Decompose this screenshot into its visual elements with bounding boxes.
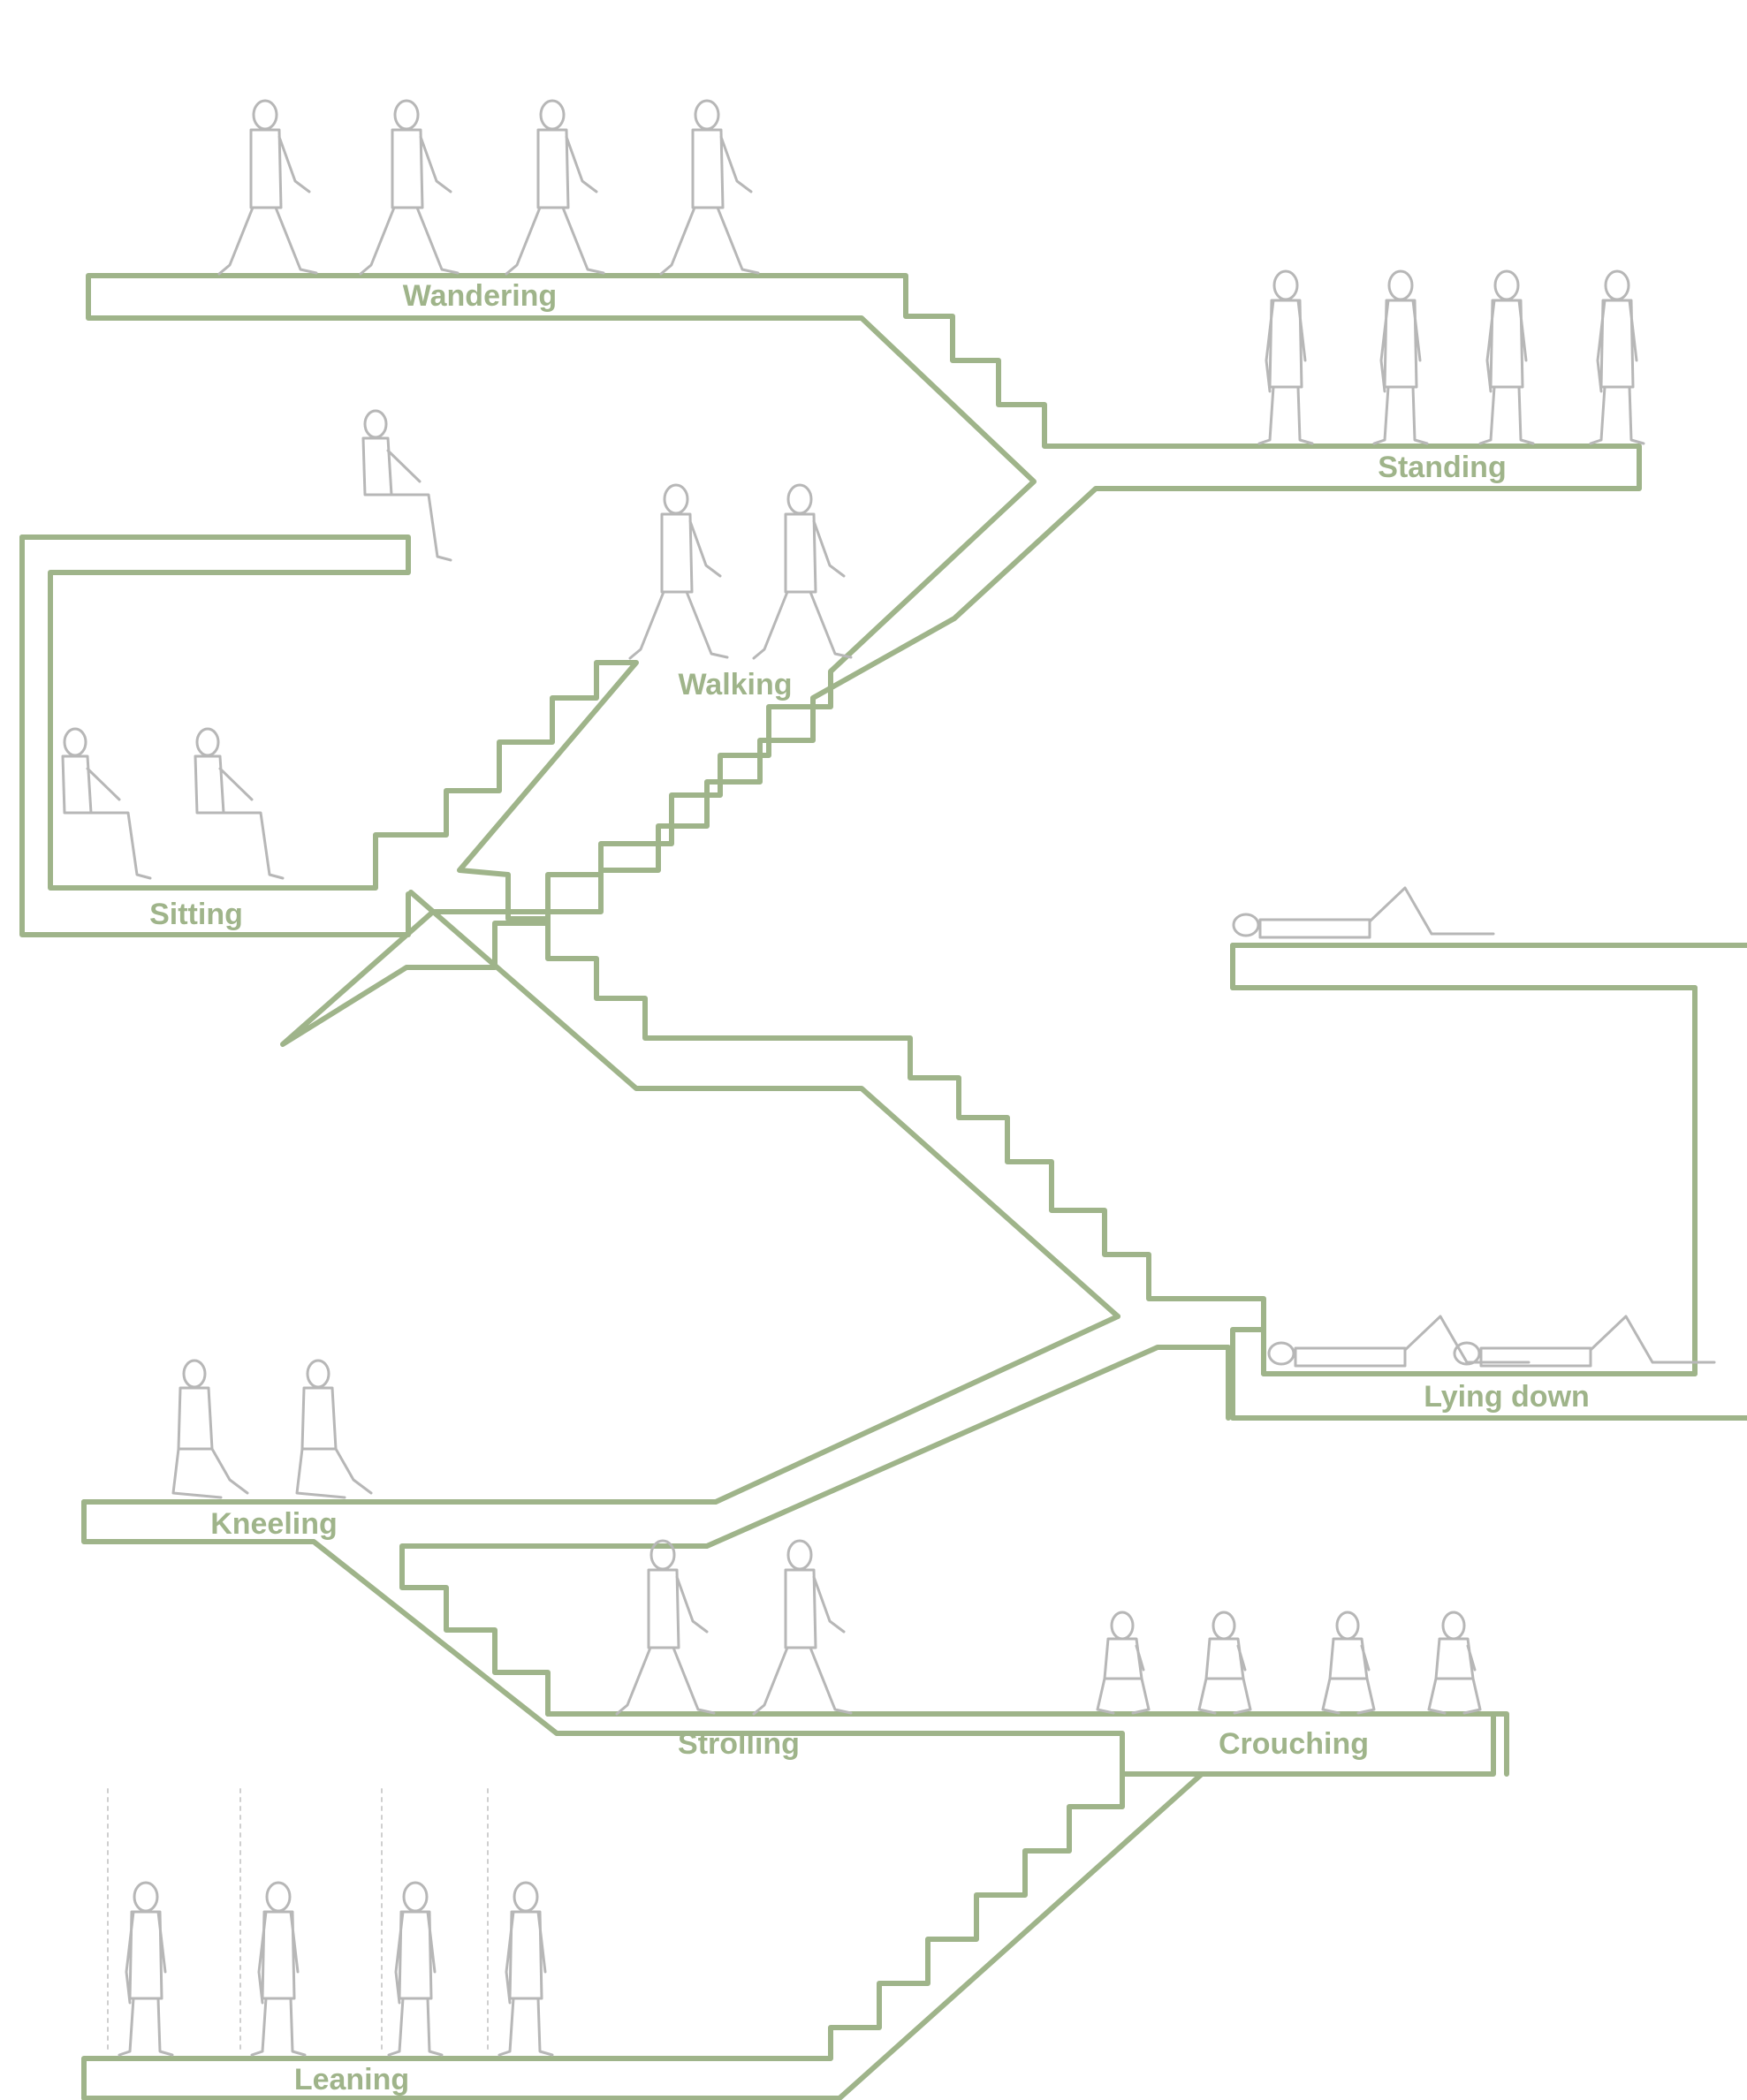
label-crouching: Crouching	[1219, 1727, 1369, 1761]
label-kneeling: Kneeling	[210, 1507, 338, 1541]
sitting-enclosure	[19, 534, 1747, 1376]
sitting-figure	[61, 727, 152, 880]
leaning-figure	[118, 1881, 174, 2057]
kneeling-figure	[295, 1359, 373, 1499]
strolling-floor	[545, 1711, 1509, 1777]
wandering-figure	[659, 99, 760, 276]
crouching-figure	[1321, 1611, 1376, 1715]
lying-down-enclosure	[1230, 943, 1747, 1421]
structure	[19, 273, 1747, 2100]
leaning-figure	[387, 1881, 444, 2057]
standing-figure	[1372, 269, 1429, 445]
leaning-figure	[250, 1881, 307, 2057]
label-walking: Walking	[678, 668, 792, 701]
sitting-base	[19, 534, 411, 937]
label-sitting: Sitting	[149, 898, 243, 931]
crouching-figure	[1427, 1611, 1482, 1715]
kneeling-figure	[171, 1359, 249, 1499]
label-standing: Standing	[1378, 451, 1506, 484]
standing-figure	[1478, 269, 1535, 445]
label-wandering: Wandering	[403, 279, 557, 313]
wandering-platform	[86, 273, 1642, 1047]
lying-figure	[1232, 886, 1495, 939]
leaning-figure	[498, 1881, 554, 2057]
kneeling-platform	[81, 1345, 1496, 1777]
wandering-figure	[505, 99, 605, 276]
labels: Wandering Standing Walking Sitting Lying…	[149, 279, 1590, 2096]
crouching-figure	[1197, 1611, 1252, 1715]
lying-figure	[1453, 1315, 1716, 1368]
strolling-figure	[615, 1539, 716, 1716]
leaning-stair	[81, 1771, 1204, 2100]
strolling-figure	[752, 1539, 853, 1716]
figures	[61, 99, 1716, 2057]
crouching-figure	[1096, 1611, 1151, 1715]
kneeling-top	[81, 1314, 1120, 1505]
label-lying-down: Lying down	[1424, 1380, 1590, 1414]
wandering-figure	[217, 99, 318, 276]
walking-figure	[752, 483, 853, 660]
wandering-figure	[359, 99, 460, 276]
standing-figure	[1257, 269, 1314, 445]
walking-figure	[628, 483, 729, 660]
label-strolling: Strolling	[678, 1727, 800, 1761]
standing-figure	[1589, 269, 1645, 445]
sitting-figure	[194, 727, 285, 880]
lying-figure	[1267, 1315, 1531, 1368]
label-leaning: Leaning	[294, 2063, 409, 2096]
diagonal-stair-mid	[408, 890, 1120, 1319]
